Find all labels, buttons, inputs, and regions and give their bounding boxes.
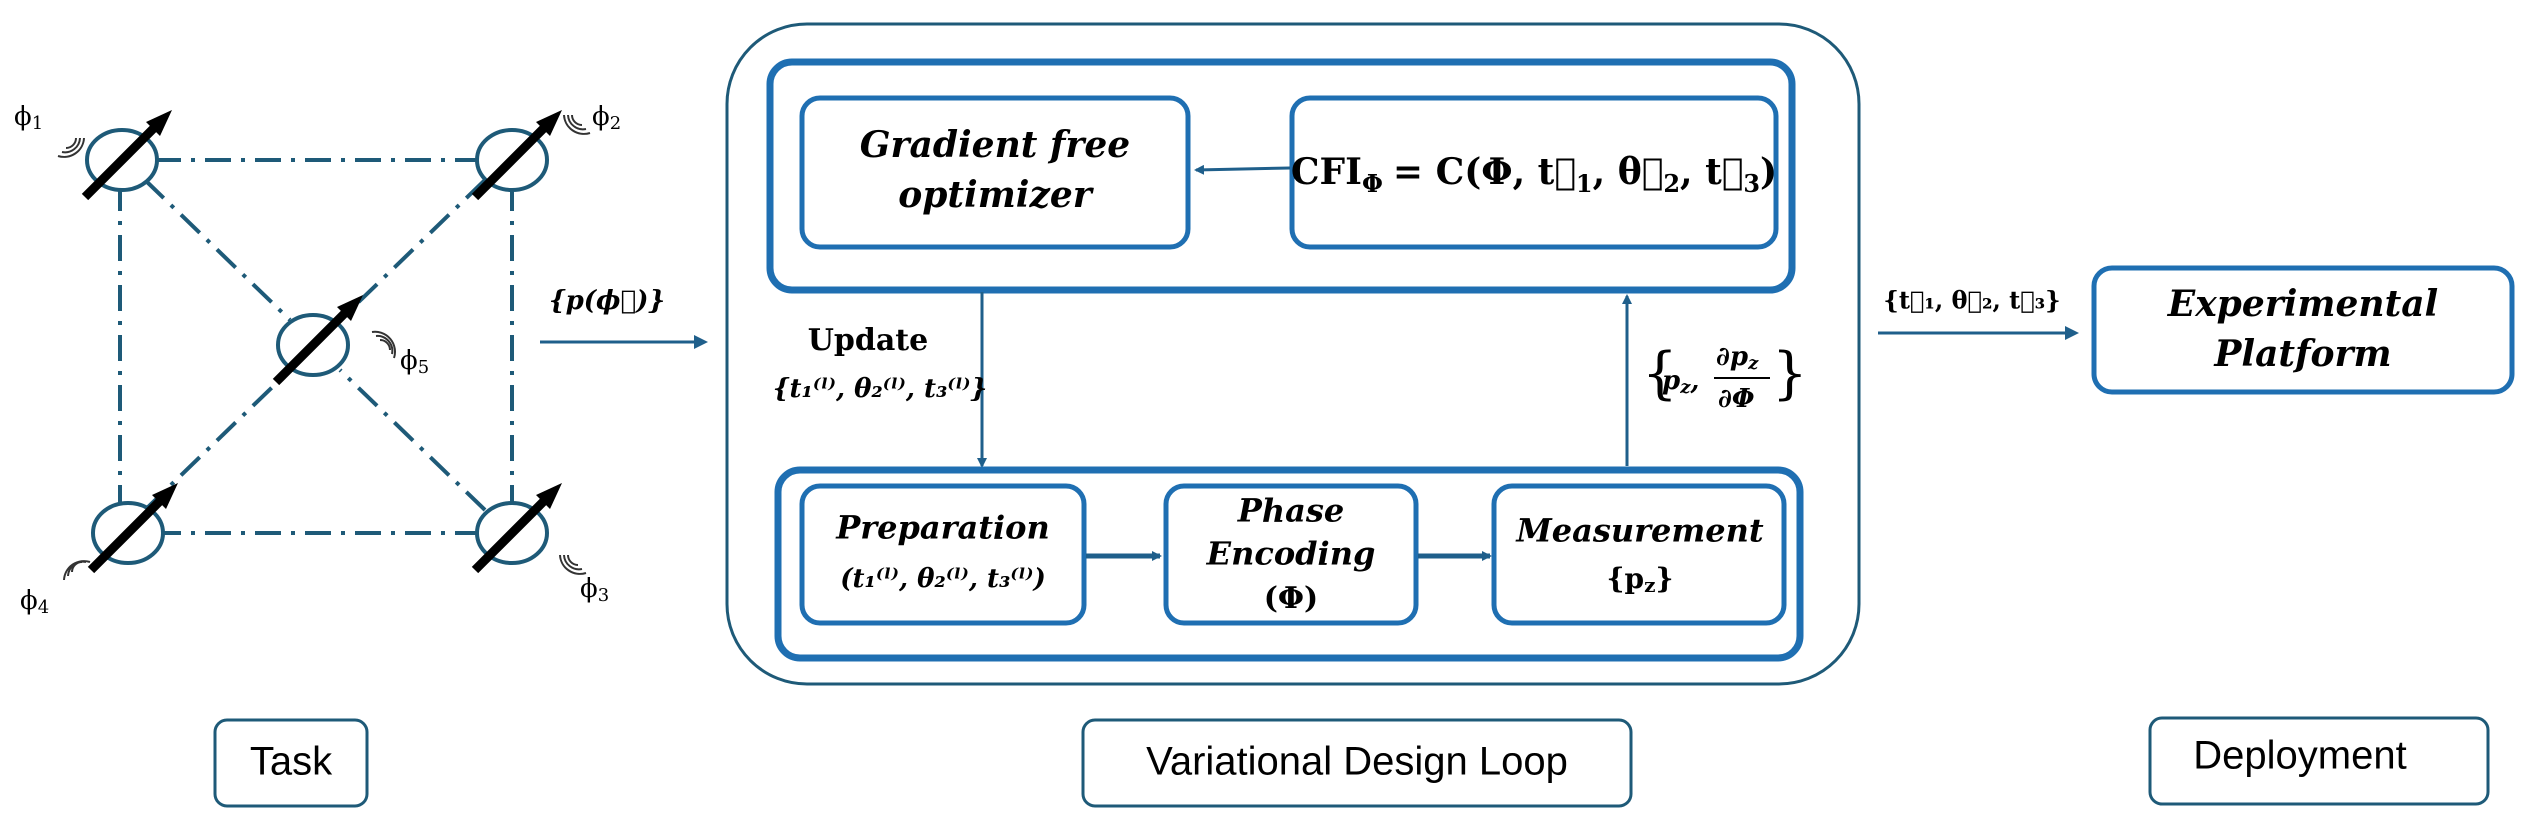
qubit-node-2: ϕ2	[471, 102, 621, 201]
edge-4-5	[143, 368, 292, 512]
edge-2-5	[338, 178, 487, 322]
update-title: Update	[808, 323, 929, 358]
qubit-node-5: ϕ5	[272, 295, 429, 386]
feedback-derivative-denominator: ∂Φ	[1718, 384, 1755, 414]
spin-arrowhead-icon	[152, 483, 178, 509]
node-label-2: ϕ2	[592, 102, 621, 134]
experimental-platform-box	[2091, 265, 2515, 395]
loop-outer-frame	[725, 22, 1861, 686]
node-label-5: ϕ5	[400, 346, 429, 378]
edge-3-5	[338, 368, 487, 512]
prior-distribution-label: {p(ϕ⃗)}	[549, 286, 665, 316]
preparation-title: Preparation	[835, 509, 1050, 547]
spin-arrowhead-icon	[146, 110, 172, 136]
node-label-1: ϕ1	[14, 102, 43, 134]
signal-wave-icon	[63, 560, 91, 581]
spin-arrow-icon	[471, 493, 552, 574]
signal-wave-icon	[371, 330, 396, 359]
deployment-caption: Deployment	[2193, 734, 2406, 778]
signal-wave-icon	[563, 114, 591, 135]
loop-caption: Variational Design Loop	[1146, 740, 1568, 784]
platform-line2: Platform	[2213, 333, 2391, 375]
feedback-derivative-numerator: ∂pz	[1716, 342, 1759, 374]
spin-arrow-icon	[272, 305, 353, 386]
feedback-label: { pz, ∂pz ∂Φ }	[1642, 342, 1808, 415]
phase-line1: Phase	[1237, 492, 1344, 530]
feedback-brace-right: }	[1772, 342, 1808, 407]
preparation-params: (t₁⁽ˡ⁾, θ₂⁽ˡ⁾, t₃⁽ˡ⁾)	[840, 564, 1046, 594]
optimizer-label-line1: Gradient free	[860, 124, 1130, 166]
cfi-formula: CFIΦ= C(Φ, t⃗1, θ⃗2, t⃗3)	[1291, 151, 1777, 198]
node-label-4: ϕ4	[20, 586, 49, 618]
spin-arrow-icon	[81, 120, 162, 201]
spin-arrowhead-icon	[536, 110, 562, 136]
optimizer-label-line2: optimizer	[898, 174, 1095, 216]
spin-arrow-icon	[471, 120, 552, 201]
phase-encoding-box	[1163, 483, 1419, 626]
qubit-node-4: ϕ4	[20, 483, 178, 618]
task-graph: ϕ1 ϕ2 ϕ5	[14, 102, 621, 618]
optimizer-box	[799, 95, 1191, 250]
preparation-box	[799, 483, 1087, 626]
phase-line3: (Φ)	[1264, 581, 1319, 616]
measurement-box	[1491, 483, 1787, 626]
qubit-node-3: ϕ3	[471, 483, 609, 606]
signal-wave-icon	[57, 137, 85, 158]
deployment-caption-box	[2148, 716, 2490, 806]
task-caption-box	[213, 718, 369, 808]
phase-line2: Encoding	[1206, 535, 1376, 573]
loop-caption-box	[1081, 718, 1633, 808]
spin-arrowhead-icon	[337, 295, 363, 321]
update-params: {t₁⁽ˡ⁾, θ₂⁽ˡ⁾, t₃⁽ˡ⁾}	[773, 374, 987, 404]
cfi-to-optimizer-arrow	[1194, 164, 1291, 175]
measurement-title: Measurement	[1515, 512, 1764, 550]
spin-arrow-icon	[87, 493, 168, 574]
node-label-3: ϕ3	[580, 574, 609, 606]
qubit-node-1: ϕ1	[14, 102, 172, 201]
cfi-box	[1289, 95, 1779, 250]
loop-bottom-group	[774, 466, 1804, 662]
measurement-result: {pz}	[1607, 562, 1674, 597]
spin-arrowhead-icon	[536, 483, 562, 509]
feedback-brace-left: {	[1642, 342, 1678, 407]
loop-top-group	[766, 58, 1796, 294]
edge-1-5	[143, 178, 292, 322]
deployment-params: {t⃗₁, θ⃗₂, t⃗₃}	[1883, 286, 2060, 315]
signal-wave-icon	[559, 554, 587, 575]
task-to-loop-arrow: {p(ϕ⃗)}	[540, 286, 708, 349]
feedback-p: pz,	[1662, 366, 1699, 398]
graph-edges	[118, 158, 514, 535]
platform-line1: Experimental	[2167, 283, 2438, 325]
task-caption: Task	[250, 740, 333, 784]
